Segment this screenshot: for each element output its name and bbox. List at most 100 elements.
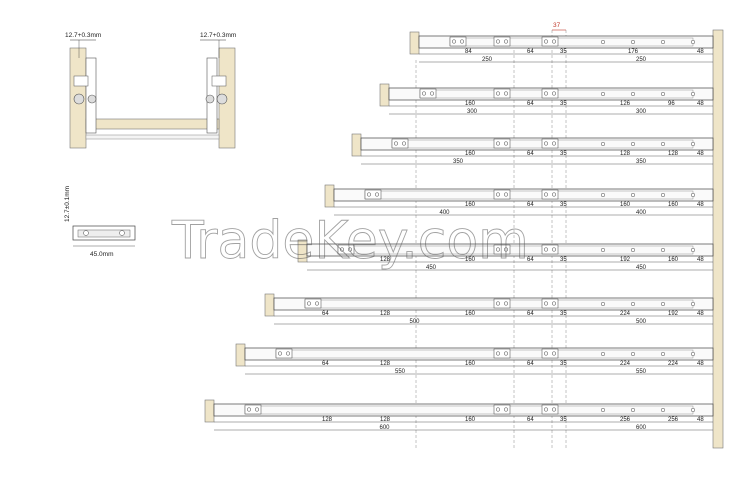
mount-bracket bbox=[493, 138, 511, 149]
screw-hole bbox=[600, 351, 606, 357]
screw-hole bbox=[551, 351, 557, 356]
length-label: 250 bbox=[482, 57, 493, 63]
screw-hole bbox=[374, 192, 380, 197]
drawer-front bbox=[379, 83, 390, 107]
screw-hole bbox=[314, 301, 320, 306]
mount-bracket bbox=[419, 88, 437, 99]
slide-length-label: 600 bbox=[636, 425, 647, 431]
length-label: 350 bbox=[453, 159, 464, 165]
screw-hole bbox=[690, 407, 696, 413]
drawer-front bbox=[235, 343, 246, 367]
drawer-dim-label: 160 bbox=[465, 202, 476, 208]
screw-hole bbox=[630, 301, 636, 307]
cabinet-dim-label: 48 bbox=[697, 311, 704, 317]
mount-bracket bbox=[493, 244, 511, 255]
length-label: 300 bbox=[467, 109, 478, 115]
top-marker: 37 bbox=[552, 22, 566, 31]
slide-rail bbox=[273, 297, 714, 311]
screw-hole bbox=[347, 247, 353, 252]
mount-bracket bbox=[304, 298, 322, 309]
screw-hole bbox=[459, 39, 465, 44]
drawer-dim-label: 64 bbox=[527, 257, 534, 263]
cabinet-dim-label: 192 bbox=[668, 311, 679, 317]
mount-bracket bbox=[541, 36, 559, 47]
slide-length-label: 350 bbox=[636, 159, 647, 165]
screw-hole bbox=[503, 351, 509, 356]
screw-hole bbox=[495, 192, 501, 197]
screw-hole bbox=[600, 141, 606, 147]
mount-bracket bbox=[541, 189, 559, 200]
cabinet-dim-label: 160 bbox=[620, 202, 631, 208]
drawer-dim-label: 64 bbox=[527, 49, 534, 55]
cross-section-drawing: 12.7+0.3mm 12.7+0.3mm bbox=[65, 32, 236, 149]
screw-hole bbox=[600, 192, 606, 198]
screw-hole bbox=[277, 351, 283, 356]
watermark: TradeKey.com bbox=[171, 211, 529, 271]
slide-length-label: 450 bbox=[636, 265, 647, 271]
drawer-dim-label: 128 bbox=[380, 257, 391, 263]
cabinet-dim-label: 48 bbox=[697, 417, 704, 423]
screw-hole bbox=[503, 91, 509, 96]
mount-bracket bbox=[275, 348, 293, 359]
cabinet-dim-label: 96 bbox=[668, 101, 675, 107]
cabinet-dim-label: 160 bbox=[668, 257, 679, 263]
cabinet-dim-label: 224 bbox=[620, 361, 631, 367]
drawer-dim-label: 160 bbox=[465, 311, 476, 317]
drawer-dim-label: 64 bbox=[527, 151, 534, 157]
mount-bracket bbox=[364, 189, 382, 200]
screw-hole bbox=[551, 91, 557, 96]
right-gap-label: 12.7+0.3mm bbox=[200, 32, 236, 39]
screw-hole bbox=[543, 247, 549, 252]
screw-hole bbox=[600, 91, 606, 97]
screw-hole bbox=[495, 91, 501, 96]
drawer-dim-label: 160 bbox=[465, 151, 476, 157]
screw-hole bbox=[495, 301, 501, 306]
drawer-dim-label: 64 bbox=[527, 101, 534, 107]
drawer-dim-label: 160 bbox=[465, 257, 476, 263]
drawer-dim-label: 35 bbox=[560, 257, 567, 263]
cabinet-dim-label: 48 bbox=[697, 101, 704, 107]
screw-hole bbox=[495, 39, 501, 44]
screw-hole bbox=[495, 141, 501, 146]
drawer-dim-label: 160 bbox=[465, 417, 476, 423]
screw-hole bbox=[543, 141, 549, 146]
cabinet-dim-label: 160 bbox=[668, 202, 679, 208]
screw-hole bbox=[690, 91, 696, 97]
reference-lines bbox=[415, 30, 567, 448]
screw-hole bbox=[630, 407, 636, 413]
drawer-dim-label: 64 bbox=[527, 361, 534, 367]
cabinet-dim-label: 48 bbox=[697, 151, 704, 157]
screw-hole bbox=[339, 247, 345, 252]
screw-hole bbox=[600, 301, 606, 307]
screw-hole bbox=[503, 192, 509, 197]
screw-hole bbox=[630, 39, 636, 45]
screw-hole bbox=[630, 91, 636, 97]
screw-hole bbox=[551, 407, 557, 412]
drawer-front bbox=[204, 399, 215, 423]
mount-bracket bbox=[541, 138, 559, 149]
cabinet-dim-label: 48 bbox=[697, 202, 704, 208]
screw-hole bbox=[690, 301, 696, 307]
screw-hole bbox=[660, 192, 666, 198]
screw-hole bbox=[503, 407, 509, 412]
screw-hole bbox=[630, 351, 636, 357]
cabinet-dim-label: 224 bbox=[620, 311, 631, 317]
screw-hole bbox=[690, 141, 696, 147]
mount-bracket bbox=[541, 298, 559, 309]
screw-hole bbox=[690, 192, 696, 198]
screw-hole bbox=[254, 407, 260, 412]
screw-hole bbox=[495, 407, 501, 412]
mount-bracket bbox=[541, 404, 559, 415]
screw-hole bbox=[551, 301, 557, 306]
drawer-dim-label: 64 bbox=[527, 202, 534, 208]
screw-hole bbox=[660, 407, 666, 413]
screw-hole bbox=[660, 247, 666, 253]
screw-hole bbox=[660, 91, 666, 97]
mount-bracket bbox=[391, 138, 409, 149]
screw-hole bbox=[543, 407, 549, 412]
mount-bracket bbox=[493, 298, 511, 309]
mount-bracket bbox=[493, 36, 511, 47]
screw-hole bbox=[543, 351, 549, 356]
